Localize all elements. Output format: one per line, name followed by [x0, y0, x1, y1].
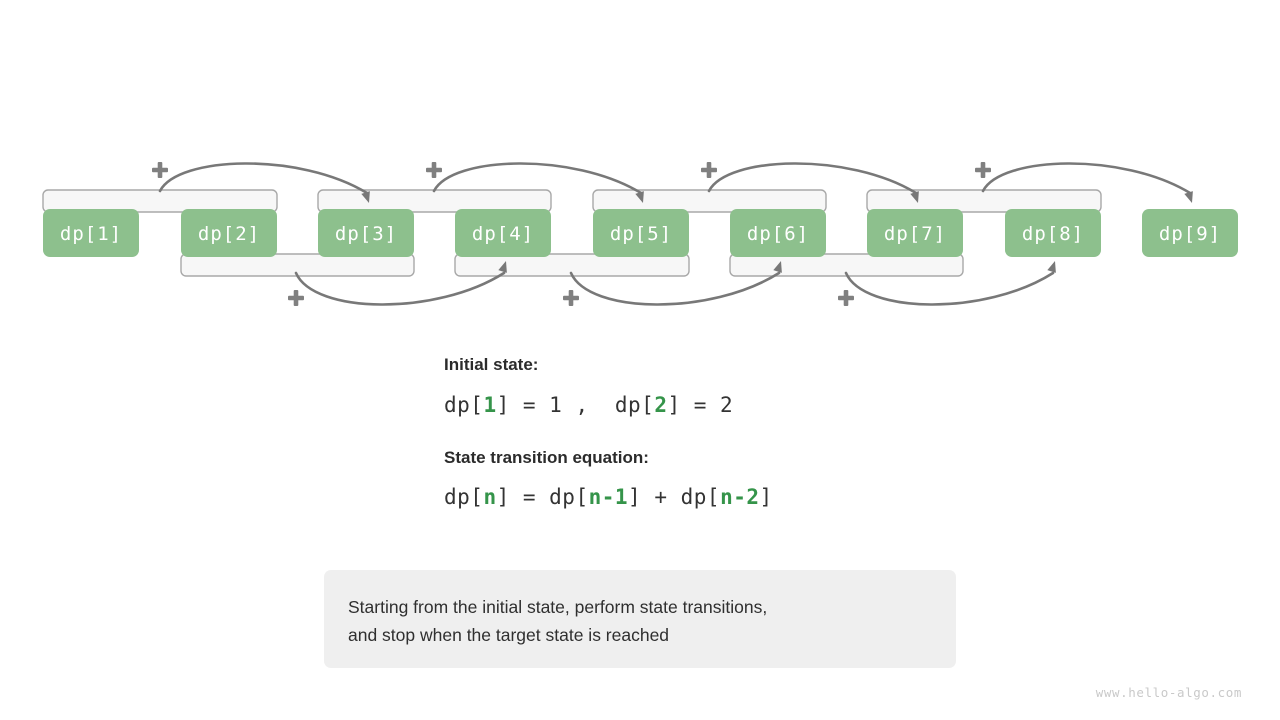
formula-index-highlight: n-2: [720, 485, 760, 510]
arrow-head-icon: [1047, 261, 1056, 273]
arrow-group-bottom: [294, 261, 1056, 306]
plus-operator-icon: [426, 162, 442, 178]
dp-box-label: dp[2]: [198, 223, 260, 245]
formula-text: dp[: [444, 485, 484, 510]
initial-state-formula: dp[1] = 1 , dp[2] = 2: [444, 393, 1064, 417]
dp-box-background: [181, 209, 277, 257]
formula-index-highlight: 2: [654, 392, 668, 417]
formula-index-highlight: 1: [483, 392, 497, 417]
dp-box-label: dp[4]: [472, 223, 534, 245]
formula-index-highlight: n-1: [588, 485, 629, 510]
bracket-group-bottom: [180, 253, 964, 277]
dp-box: dp[1]: [43, 209, 139, 257]
dp-pair-bracket: [180, 253, 415, 277]
transition-arrow-top: [981, 162, 1192, 195]
dp-pair-bracket: [592, 189, 827, 213]
note-callout-box: Starting from the initial state, perform…: [324, 570, 956, 668]
dp-box: dp[4]: [455, 209, 551, 257]
dp-box: dp[9]: [1142, 209, 1238, 257]
dp-box-background: [455, 209, 551, 257]
plus-operator-icon: [701, 162, 717, 178]
formula-text: ]: [759, 485, 773, 510]
dp-box-background: [318, 209, 414, 257]
dp-box-label: dp[7]: [884, 223, 946, 245]
arrow-head-icon: [773, 261, 782, 273]
plus-operator-icon: [563, 290, 579, 306]
formula-text: ] = 1 , dp[: [496, 392, 655, 417]
dp-box: dp[6]: [730, 209, 826, 257]
formula-text: ] + dp[: [628, 485, 721, 510]
dp-box-background: [1142, 209, 1238, 257]
plus-operator-icon: [152, 162, 168, 178]
arrow-group-top: [158, 162, 1193, 203]
dp-box-group: dp[1] dp[2] dp[3] dp[4] dp[5] dp[6] dp[7] dp[8]…: [43, 209, 1238, 257]
arrow-head-icon: [1184, 191, 1193, 203]
dp-box-label: dp[6]: [747, 223, 809, 245]
transition-arrow-top: [707, 162, 918, 195]
dp-box-label: dp[3]: [335, 223, 397, 245]
dp-box: dp[7]: [867, 209, 963, 257]
dp-box-background: [43, 209, 139, 257]
dp-pair-bracket: [866, 189, 1102, 213]
transition-arrow-bottom: [844, 271, 1055, 306]
dp-pair-bracket: [317, 189, 552, 213]
spacer: [444, 375, 1064, 393]
transition-equation-formula: dp[n] = dp[n-1] + dp[n-2]: [444, 485, 1064, 509]
transition-equation-heading: State transition equation:: [444, 447, 649, 467]
transition-arrow-top: [432, 162, 643, 195]
formula-text: ] = dp[: [496, 485, 589, 510]
spacer: [444, 417, 1064, 449]
formula-index-highlight: n: [483, 485, 497, 510]
dp-box: dp[3]: [318, 209, 414, 257]
formula-text: dp[: [444, 392, 484, 417]
dp-box-background: [867, 209, 963, 257]
transition-arrow-top: [158, 162, 369, 195]
bracket-group-top: [42, 189, 1102, 213]
initial-state-heading: Initial state:: [444, 355, 539, 374]
dp-box-background: [730, 209, 826, 257]
explanation-text-block: Initial state: dp[1] = 1 , dp[2] = 2 Sta…: [444, 355, 1064, 509]
dp-box-label: dp[9]: [1159, 223, 1221, 245]
dp-box-label: dp[5]: [610, 223, 672, 245]
note-line-1: Starting from the initial state, perform…: [348, 597, 768, 617]
plus-operator-icon: [975, 162, 991, 178]
plus-marker-group: [152, 162, 991, 306]
dp-box: dp[5]: [593, 209, 689, 257]
dp-box-label: dp[1]: [60, 223, 122, 245]
dp-box-label: dp[8]: [1022, 223, 1084, 245]
formula-text: ] = 2: [667, 392, 734, 417]
transition-arrow-bottom: [294, 271, 506, 306]
spacer: [444, 467, 1064, 485]
arrow-head-icon: [361, 191, 370, 203]
dp-pair-bracket: [42, 189, 278, 213]
plus-operator-icon: [838, 290, 854, 306]
plus-operator-icon: [288, 290, 304, 306]
arrow-head-icon: [910, 191, 919, 203]
arrow-head-icon: [635, 191, 644, 203]
dp-box: dp[8]: [1005, 209, 1101, 257]
dp-box: dp[2]: [181, 209, 277, 257]
transition-arrow-bottom: [569, 271, 781, 306]
site-watermark: www.hello-algo.com: [1095, 685, 1242, 700]
arrow-head-icon: [498, 261, 507, 273]
dp-box-background: [1005, 209, 1101, 257]
note-line-2: and stop when the target state is reache…: [348, 625, 670, 646]
dp-box-background: [593, 209, 689, 257]
